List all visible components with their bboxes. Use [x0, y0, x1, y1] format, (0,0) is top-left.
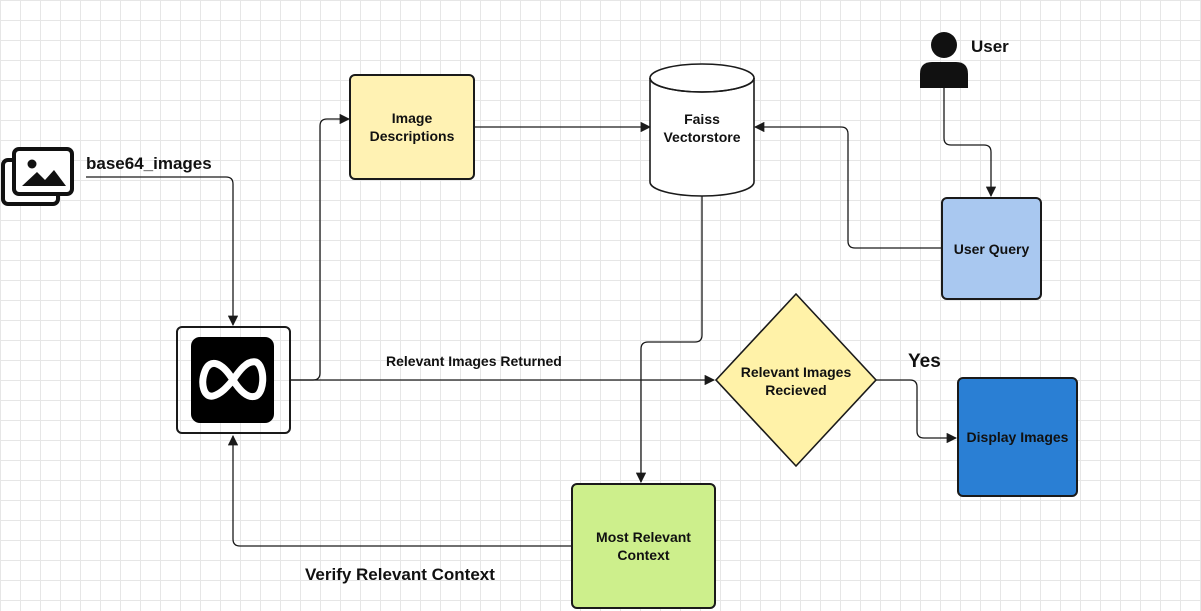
display-images-node: Display Images [957, 377, 1078, 497]
display-images-label: Display Images [966, 429, 1069, 445]
edge-vectorstore-to-context [635, 195, 703, 484]
meta-model-node [176, 326, 291, 434]
yes-label: Yes [908, 351, 941, 372]
meta-logo-icon [191, 337, 274, 423]
images-stack-icon [1, 147, 74, 206]
relevant-images-returned-label: Relevant Images Returned [386, 353, 562, 369]
relevant-images-received-diamond [714, 292, 878, 468]
user-label: User [971, 37, 1009, 56]
most-relevant-context-node: Most Relevant Context [571, 483, 716, 609]
edge-user-query-to-vectorstore [753, 121, 941, 249]
edge-model-to-image-descriptions [291, 113, 351, 381]
image-descriptions-label: Image Descriptions [369, 110, 455, 144]
faiss-vectorstore-cylinder [649, 63, 755, 197]
edge-user-to-user-query [943, 88, 997, 198]
user-query-label: User Query [953, 240, 1030, 257]
user-query-node: User Query [941, 197, 1042, 300]
edge-base64-to-model [86, 176, 239, 327]
most-relevant-context-label: Most Relevant Context [596, 529, 691, 563]
relevant-images-received-label: Relevant Images Recieved [740, 364, 852, 398]
verify-relevant-context-label: Verify Relevant Context [305, 565, 495, 584]
faiss-vectorstore-label: Faiss Vectorstore [663, 111, 741, 145]
user-icon [920, 32, 968, 88]
edge-decision-to-display [876, 379, 958, 444]
image-descriptions-node: Image Descriptions [349, 74, 475, 180]
edge-context-to-model [227, 434, 571, 547]
base64-images-label: base64_images [86, 154, 212, 173]
